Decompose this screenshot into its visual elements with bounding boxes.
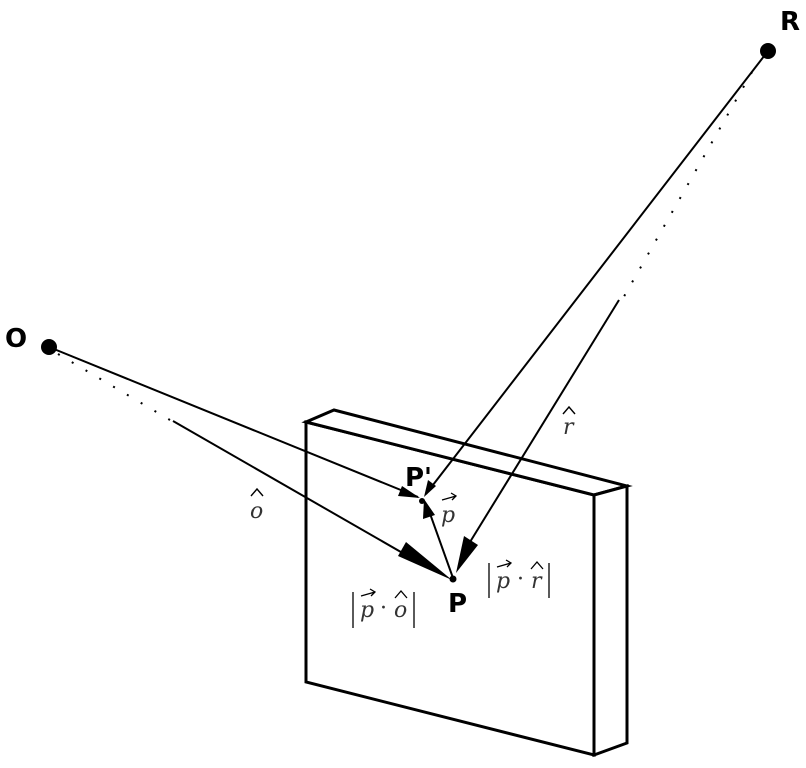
o-hat-vector-line: [172, 420, 421, 564]
p-vector-line: [427, 507, 454, 579]
r-hat-caret-icon: [562, 405, 576, 415]
ray-r-arrowhead: [424, 480, 436, 497]
r-hat-vector-line: [469, 299, 620, 543]
dotted-line-o: [57, 353, 171, 421]
p-dot-r-left: p: [496, 569, 510, 594]
label-p-vec: p: [441, 492, 458, 528]
o-hat-caret-icon: [250, 487, 264, 497]
o-hat-symbol: o: [250, 499, 263, 524]
ray-o-arrowhead: [398, 486, 420, 498]
p-dot-o-dot: ·: [380, 596, 387, 621]
point-p: [449, 575, 457, 583]
p-vec-arrow-icon: [441, 492, 458, 501]
p-dot-r-right: r: [531, 569, 543, 594]
point-o: [41, 339, 57, 355]
r-hat-symbol: r: [563, 415, 575, 440]
ray-r-to-p-prime: [425, 50, 769, 495]
point-r: [760, 43, 776, 59]
label-r-hat: r: [562, 405, 576, 440]
point-p-prime: [419, 498, 425, 504]
label-p: P: [448, 589, 467, 619]
label-p-prime: P': [405, 463, 432, 493]
p-dot-o-right: o: [394, 598, 407, 623]
dotted-line-r: [621, 71, 753, 301]
p-dot-r-vec-arrow-icon: [496, 559, 513, 568]
label-o: O: [5, 324, 27, 354]
o-hat-vector-arrowhead: [398, 542, 452, 580]
label-p-dot-r: p · r: [488, 559, 550, 598]
r-hat-vector-arrowhead: [456, 536, 478, 573]
p-dot-o-vec-arrow-icon: [360, 588, 377, 597]
slab: [301, 408, 633, 758]
p-dot-o-left: p: [360, 598, 374, 623]
label-o-hat: o: [250, 487, 264, 524]
p-vec-symbol: p: [441, 503, 455, 528]
p-dot-r-dot: ·: [517, 567, 524, 592]
ray-o-to-p-prime: [48, 346, 419, 498]
label-r: R: [780, 7, 800, 37]
p-vector-arrowhead: [423, 499, 435, 519]
p-dot-r-hat-caret-icon: [530, 561, 544, 570]
label-p-dot-o: p · o: [352, 588, 415, 628]
slab-side-face: [592, 484, 629, 758]
p-dot-o-hat-caret-icon: [394, 590, 408, 599]
